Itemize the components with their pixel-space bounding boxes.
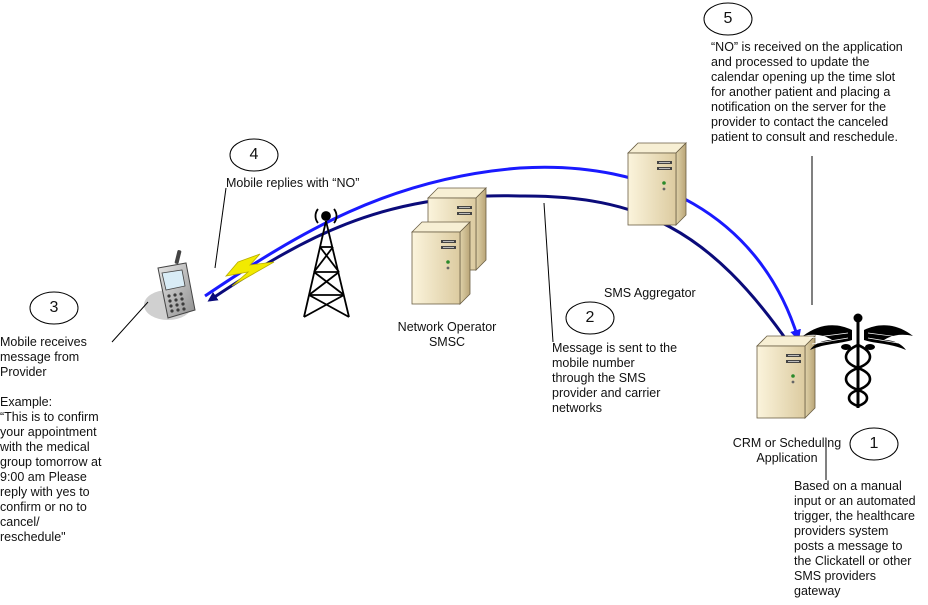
step-badge [565, 301, 615, 335]
server-icon [627, 142, 687, 226]
step-3-description: Mobile receives message from Provider Ex… [0, 335, 102, 544]
step-number-4: 4 [249, 146, 259, 163]
callout-line [543, 202, 554, 343]
step-5-description: “NO” is received on the application and … [711, 40, 903, 144]
lightning-icon [224, 253, 275, 287]
network-operator-label: Network Operator SMSC [397, 320, 497, 349]
caduceus-icon [803, 313, 913, 408]
step-1-description: Based on a manual input or an automated … [794, 479, 916, 598]
step-badge [29, 291, 79, 325]
server-icon [756, 335, 816, 419]
step-number-5: 5 [723, 10, 733, 27]
step-badge [703, 2, 753, 36]
step-badge [849, 427, 899, 461]
crm-application-label: CRM or Scheduling Application [732, 436, 842, 465]
step-number-2: 2 [585, 309, 595, 326]
step-2-description: Message is sent to the mobile number thr… [552, 341, 678, 415]
step-4-description: Mobile replies with “NO” [226, 176, 360, 190]
step-number-1: 1 [869, 435, 879, 452]
callout-line [111, 301, 149, 343]
callout-line [214, 187, 227, 269]
mobile-phone-icon [144, 250, 196, 320]
cell-tower-icon [303, 208, 350, 318]
reply-path-inbound [204, 165, 801, 341]
server-icon [411, 221, 471, 305]
sms-aggregator-label: SMS Aggregator [604, 286, 696, 300]
message-path-outbound [207, 194, 792, 346]
step-badge [229, 138, 279, 172]
step-number-3: 3 [49, 299, 59, 316]
